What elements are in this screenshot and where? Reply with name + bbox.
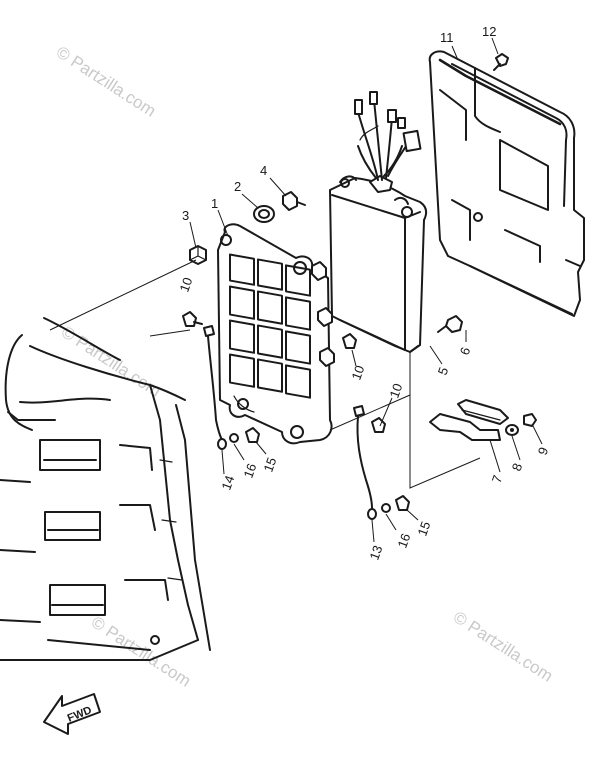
part-7-bracket xyxy=(429,399,509,441)
part-15-screw-left xyxy=(245,427,260,443)
part-15-screw-right xyxy=(395,495,410,511)
part-16-washer-right xyxy=(381,503,391,513)
part-10-screw-middle xyxy=(342,333,357,349)
callout-14: 14 xyxy=(218,473,237,492)
callout-10-middle: 10 xyxy=(348,363,367,382)
part-6-bolt xyxy=(437,315,463,333)
callout-16-right: 16 xyxy=(394,531,413,550)
fwd-arrow: FWD xyxy=(43,693,101,735)
callout-10-left: 10 xyxy=(176,275,195,294)
callout-6: 6 xyxy=(457,345,474,357)
callout-10-right: 10 xyxy=(386,381,405,400)
bracket-fittings xyxy=(311,261,335,367)
callout-12: 12 xyxy=(482,24,496,39)
callout-4: 4 xyxy=(260,163,267,178)
callout-8: 8 xyxy=(509,461,526,473)
part-10-screw-left xyxy=(182,311,203,327)
callout-15-right: 15 xyxy=(414,519,433,538)
callout-1: 1 xyxy=(211,196,218,211)
callout-13: 13 xyxy=(366,543,385,562)
part-13-lead-wire xyxy=(353,405,377,520)
part-4-bolt xyxy=(282,191,306,211)
callout-7: 7 xyxy=(489,473,506,485)
callout-16-left: 16 xyxy=(240,461,259,480)
part-1-bracket-plate xyxy=(217,223,333,445)
callout-2: 2 xyxy=(234,179,241,194)
part-3-nut xyxy=(189,245,207,265)
part-14-lead-wire xyxy=(203,325,227,450)
part-16-washer-left xyxy=(229,433,239,443)
leader-lines xyxy=(49,37,543,543)
part-5-cdi-unit xyxy=(329,91,428,353)
callout-15-left: 15 xyxy=(260,455,279,474)
callouts: 1 2 3 4 5 6 7 8 9 10 10 10 11 12 13 14 1… xyxy=(176,24,551,562)
callout-9: 9 xyxy=(535,445,552,457)
part-9-screw xyxy=(523,413,537,427)
part-12-screw xyxy=(493,53,509,71)
callout-11: 11 xyxy=(440,30,454,45)
watermark-bottom-left: © Partzilla.com xyxy=(88,612,194,690)
callout-3: 3 xyxy=(182,208,189,223)
part-11-cover xyxy=(428,50,585,317)
watermark-top: © Partzilla.com xyxy=(53,42,159,120)
watermark-bottom-right: © Partzilla.com xyxy=(450,607,556,685)
bracket-grid xyxy=(229,253,311,399)
engine-block xyxy=(0,317,211,661)
part-2-grommet xyxy=(253,205,275,223)
part-8-washer xyxy=(505,424,519,436)
callout-5: 5 xyxy=(435,365,452,377)
